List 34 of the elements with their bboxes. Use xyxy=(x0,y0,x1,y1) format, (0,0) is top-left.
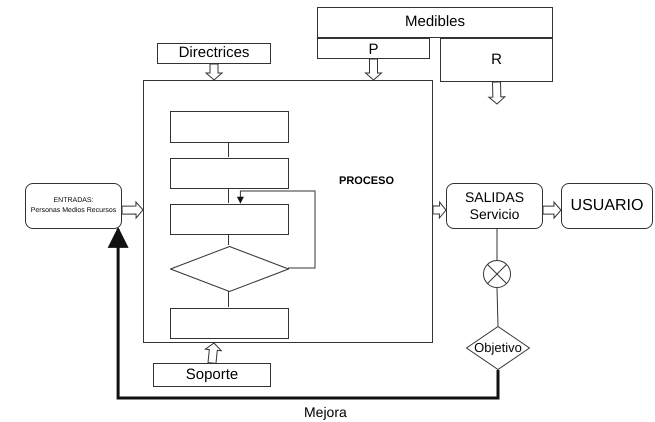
node-label: Soporte xyxy=(186,364,238,385)
node-label: R xyxy=(491,50,502,70)
node-label: USUARIO xyxy=(570,196,644,216)
process-box xyxy=(170,111,289,143)
block-arrow xyxy=(364,58,383,81)
block-arrow xyxy=(121,200,144,220)
text-box xyxy=(561,183,653,229)
node-label: SALIDAS Servicio xyxy=(464,189,524,223)
text-box xyxy=(440,38,553,82)
text-box xyxy=(317,38,430,59)
text-box xyxy=(143,80,433,343)
node-label: PROCESO xyxy=(338,174,394,189)
text-box xyxy=(317,7,553,38)
block-arrow xyxy=(542,200,562,220)
text-box xyxy=(153,363,271,387)
decision-diamond xyxy=(466,326,530,370)
summing-junction-circle xyxy=(483,260,511,288)
text-box xyxy=(157,43,271,64)
block-arrow xyxy=(204,63,224,81)
text-box xyxy=(25,183,122,229)
node-label: Objetivo xyxy=(474,339,522,358)
arrow xyxy=(236,190,316,268)
block-arrow xyxy=(488,81,506,105)
node-label: P xyxy=(368,40,378,60)
text-box xyxy=(446,183,543,229)
block-arrow xyxy=(432,200,447,220)
process-box xyxy=(170,158,289,189)
decision-diamond xyxy=(170,246,289,292)
block-arrow xyxy=(204,342,223,364)
process-box xyxy=(170,308,289,339)
node-label: Medibles xyxy=(404,12,466,32)
process-box xyxy=(170,204,289,235)
arrow xyxy=(108,226,500,400)
node-label: Directrices xyxy=(178,43,250,64)
